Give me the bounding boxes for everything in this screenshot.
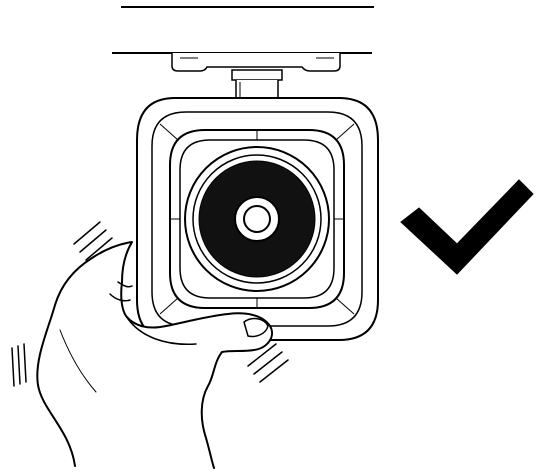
motion-line-8 — [253, 351, 283, 375]
ceiling-mount-icon — [112, 6, 374, 101]
motion-lines-icon — [11, 221, 289, 387]
palm-line — [125, 315, 197, 346]
hand-detail — [59, 329, 97, 393]
motion-line-1 — [73, 221, 101, 245]
motion-line-4 — [11, 347, 15, 387]
motion-line-3 — [85, 237, 113, 261]
motion-line-5 — [17, 345, 21, 385]
bezel-corner-br — [335, 297, 355, 315]
finger-crease-2 — [117, 281, 133, 288]
hand-outline — [36, 241, 273, 469]
motion-line-9 — [259, 359, 289, 383]
motion-line-2 — [79, 229, 107, 253]
bezel-corner-tl — [159, 123, 179, 141]
mount-base — [171, 53, 341, 72]
finger-crease-1 — [109, 293, 131, 302]
lens-center — [243, 205, 271, 233]
hand-icon — [36, 241, 273, 469]
thumb-nail — [243, 317, 269, 338]
motion-line-7 — [247, 343, 277, 367]
camera-body-icon — [136, 97, 379, 341]
mount-neck-top — [231, 69, 283, 81]
bezel-corner-tr — [335, 123, 355, 141]
check-mark-icon — [400, 179, 534, 275]
bezel-corner-bl — [159, 297, 179, 315]
motion-line-6 — [23, 343, 27, 383]
